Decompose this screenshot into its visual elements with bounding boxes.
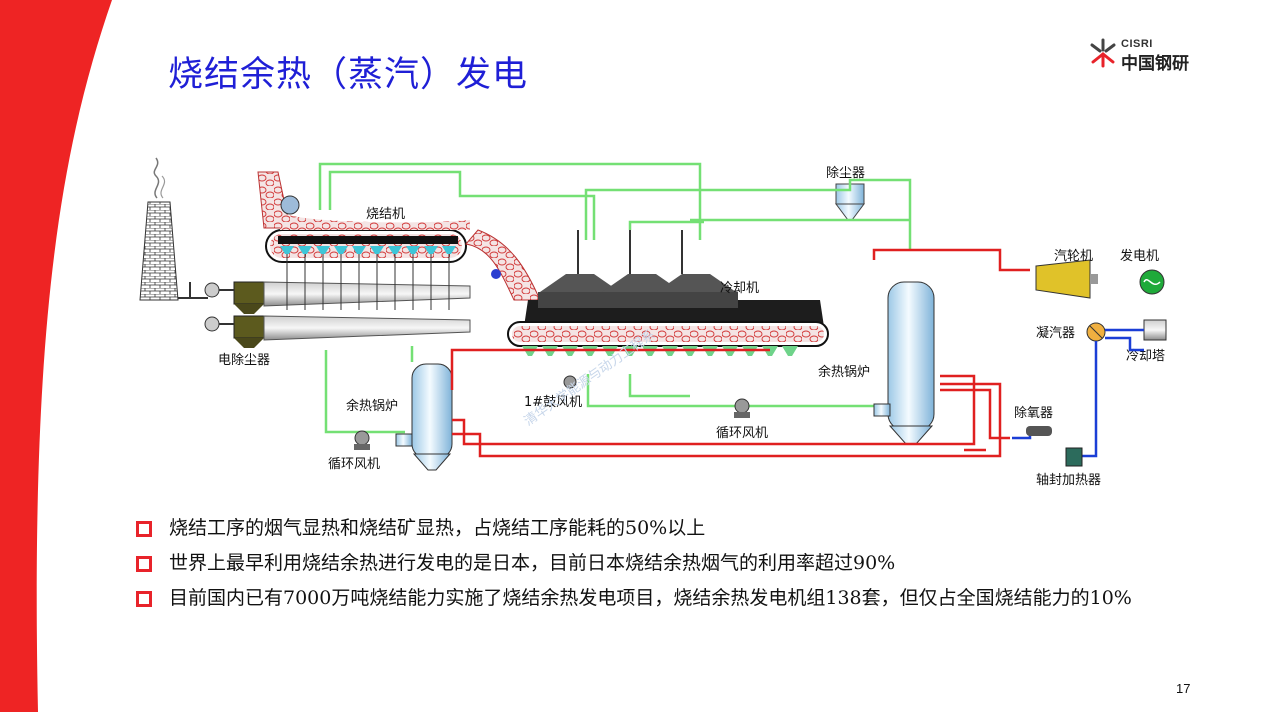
bullet-square-icon	[136, 556, 152, 572]
label-fan-mid: 循环风机	[716, 426, 768, 441]
bullet-item: 目前国内已有7000万吨烧结能力实施了烧结余热发电项目，烧结余热发电机组138套…	[136, 584, 1209, 613]
bullet-square-icon	[136, 521, 152, 537]
blower	[563, 375, 577, 389]
bullet-list: 烧结工序的烟气显热和烧结矿显热，占烧结工序能耗的50%以上 世界上最早利用烧结余…	[136, 514, 1216, 619]
label-gland-heater: 轴封加热器	[1036, 473, 1101, 488]
label-fan-left: 循环风机	[328, 457, 380, 472]
label-boiler-right: 余热锅炉	[818, 364, 870, 380]
cisri-starburst-icon	[1090, 38, 1116, 68]
label-cooler: 冷却机	[720, 281, 759, 296]
bullet-item: 世界上最早利用烧结余热进行发电的是日本，目前日本烧结余热烟气的利用率超过90%	[136, 549, 1216, 578]
fan-mid	[734, 398, 750, 418]
bullet-text: 世界上最早利用烧结余热进行发电的是日本，目前日本烧结余热烟气的利用率超过90%	[169, 552, 896, 574]
logo-text-en: CISRI	[1121, 38, 1153, 50]
condenser	[1086, 322, 1106, 342]
fan-left	[354, 430, 370, 450]
label-deaerator: 除氧器	[1014, 406, 1053, 421]
red-side-band	[0, 0, 112, 712]
flue-gas-lines	[318, 162, 912, 434]
windbox-hopper	[280, 246, 294, 254]
windbox-hopper	[370, 246, 384, 254]
crusher-valve	[491, 269, 501, 279]
turbine	[1035, 259, 1098, 299]
label-dust-remover: 除尘器	[826, 166, 865, 181]
cooler-stacks	[577, 230, 683, 274]
esp-units	[204, 281, 265, 348]
process-diagram: 电除尘器 烧结机 冷却机 除尘器	[139, 157, 1167, 488]
label-sinter-machine: 烧结机	[366, 207, 405, 222]
slide-title: 烧结余热（蒸汽）发电	[168, 55, 529, 95]
water-lines	[1012, 328, 1144, 458]
generator	[1139, 269, 1165, 295]
windbox-hopper	[298, 246, 312, 254]
bullet-square-icon	[136, 591, 152, 607]
label-condenser: 凝汽器	[1036, 325, 1075, 341]
windbox-hopper	[334, 246, 348, 254]
cisri-logo: CISRI 中国钢研	[1088, 36, 1200, 74]
windbox-hopper	[352, 246, 366, 254]
windbox-hopper	[388, 246, 402, 254]
sinter-hoppers	[280, 246, 456, 310]
deaerator	[1026, 426, 1052, 436]
cooling-tower	[1143, 319, 1167, 341]
label-boiler-left: 余热锅炉	[346, 398, 398, 414]
cooler-hopper	[782, 346, 798, 356]
boiler-right	[873, 281, 935, 445]
cooler	[507, 274, 829, 347]
label-turbine: 汽轮机	[1054, 249, 1093, 264]
label-esp: 电除尘器	[218, 353, 270, 368]
gland-heater	[1065, 447, 1083, 467]
boiler-left	[395, 363, 453, 471]
label-blower: 1#鼓风机	[524, 395, 582, 410]
bullet-text: 烧结工序的烟气显热和烧结矿显热，占烧结工序能耗的50%以上	[169, 517, 706, 539]
windbox-pipes	[263, 281, 471, 341]
bullet-item: 烧结工序的烟气显热和烧结矿显热，占烧结工序能耗的50%以上	[136, 514, 1216, 543]
bullet-text: 目前国内已有7000万吨烧结能力实施了烧结余热发电项目，烧结余热发电机组138套…	[169, 587, 1132, 609]
windbox-hopper	[424, 246, 438, 254]
label-generator: 发电机	[1120, 248, 1159, 264]
label-cooling-tower: 冷却塔	[1126, 349, 1165, 364]
windbox-hopper	[316, 246, 330, 254]
windbox-hopper	[406, 246, 420, 254]
logo-text-cn: 中国钢研	[1121, 54, 1189, 74]
sinter-chute	[465, 229, 541, 301]
page-number: 17	[1176, 681, 1191, 696]
windbox-hopper	[442, 246, 456, 254]
chimney	[139, 157, 208, 301]
steam-lines	[450, 248, 1030, 458]
